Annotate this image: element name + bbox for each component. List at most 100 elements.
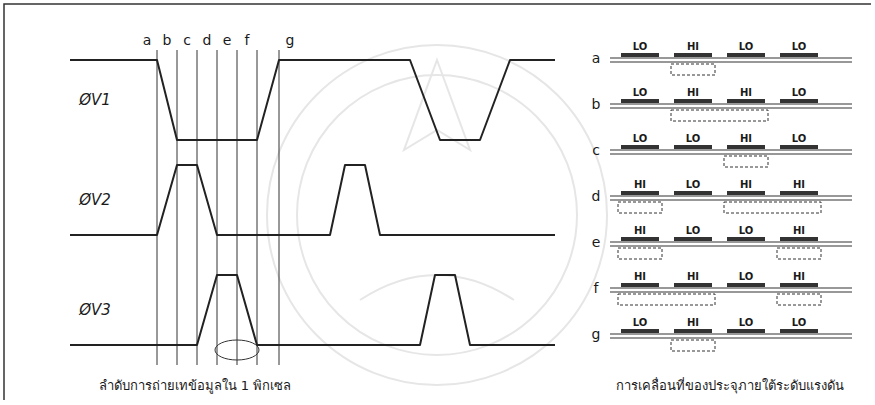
electrode-level: LO xyxy=(791,42,808,52)
potential-well xyxy=(671,110,768,121)
electrode-level: HI xyxy=(633,226,647,236)
caption: ลำดับการถ่ายเทข้อมูลใน 1 พิกเซล xyxy=(99,379,292,392)
substrate-line xyxy=(610,337,852,338)
electrode-level: LO xyxy=(738,226,755,236)
electrode-level: LO xyxy=(738,318,755,328)
electrode-level: LO xyxy=(738,272,755,282)
electrode-level: HI xyxy=(792,272,806,282)
substrate-line xyxy=(610,291,852,292)
potential-well xyxy=(618,202,662,213)
gate-electrode xyxy=(780,237,818,241)
gate-electrode xyxy=(621,283,659,287)
electrode-level: LO xyxy=(791,134,808,144)
electrode-level: HI xyxy=(633,180,647,190)
signal-name: ØV1 xyxy=(79,93,111,108)
electrode-level: LO xyxy=(632,88,649,98)
electrode-level: LO xyxy=(685,226,702,236)
v1-waveform xyxy=(70,60,555,140)
well-layer xyxy=(610,53,852,351)
electrode-level: LO xyxy=(738,42,755,52)
phase-letter: a xyxy=(143,33,152,47)
gate-electrode xyxy=(780,99,818,103)
gate-electrode xyxy=(780,329,818,333)
gate-electrode xyxy=(674,53,712,57)
oxide-line xyxy=(610,241,852,242)
gate-electrode xyxy=(621,191,659,195)
gate-electrode xyxy=(621,237,659,241)
phase-letter: b xyxy=(163,33,172,47)
gate-electrode xyxy=(674,237,712,241)
row-letter: d xyxy=(592,189,601,203)
row-letter: a xyxy=(592,51,601,65)
oxide-line xyxy=(610,333,852,334)
electrode-level: HI xyxy=(739,180,753,190)
electrode-level: HI xyxy=(739,134,753,144)
electrode-level: HI xyxy=(686,272,700,282)
phase-letter: d xyxy=(203,33,212,47)
row-letter: b xyxy=(592,97,601,111)
gate-electrode xyxy=(780,53,818,57)
phase-letter: f xyxy=(245,33,250,47)
row-letter: c xyxy=(592,143,600,157)
electrode-level: LO xyxy=(791,88,808,98)
substrate-line xyxy=(610,107,852,108)
phase-letter: g xyxy=(286,33,295,47)
electrode-level: LO xyxy=(632,134,649,144)
electrode-level: LO xyxy=(632,318,649,328)
electrode-level: HI xyxy=(686,88,700,98)
potential-well xyxy=(777,294,821,305)
gate-electrode xyxy=(727,191,765,195)
caption: การเคลื่อนที่ของประจุภายใต้ระดับแรงดัน xyxy=(616,379,844,392)
frame-line xyxy=(4,4,871,400)
watermark-seal xyxy=(267,45,607,385)
electrode-level: HI xyxy=(633,272,647,282)
gate-electrode xyxy=(780,145,818,149)
signal-name: ØV3 xyxy=(79,303,111,318)
electrode-level: LO xyxy=(791,318,808,328)
signal-name: ØV2 xyxy=(79,193,111,208)
v3-waveform xyxy=(70,275,555,345)
electrode-level: LO xyxy=(685,180,702,190)
potential-well xyxy=(618,294,715,305)
substrate-line xyxy=(610,199,852,200)
oxide-line xyxy=(610,287,852,288)
oxide-line xyxy=(610,57,852,58)
phase-letter: e xyxy=(223,33,232,47)
potential-well xyxy=(777,248,821,259)
row-letter: g xyxy=(592,327,601,341)
gate-electrode xyxy=(674,99,712,103)
substrate-line xyxy=(610,61,852,62)
electrode-level: HI xyxy=(739,88,753,98)
electrode-level: HI xyxy=(792,226,806,236)
electrode-level: LO xyxy=(632,42,649,52)
gate-electrode xyxy=(621,53,659,57)
substrate-line xyxy=(610,245,852,246)
phase-letter: c xyxy=(183,33,191,47)
potential-well xyxy=(671,64,715,75)
gate-electrode xyxy=(727,53,765,57)
gate-electrode xyxy=(674,191,712,195)
gate-electrode xyxy=(780,191,818,195)
electrode-level: LO xyxy=(685,134,702,144)
electrode-level: HI xyxy=(686,318,700,328)
potential-well xyxy=(671,340,715,351)
gate-electrode xyxy=(621,329,659,333)
gate-electrode xyxy=(727,237,765,241)
oxide-line xyxy=(610,103,852,104)
gate-electrode xyxy=(727,283,765,287)
phase-dividers xyxy=(157,50,279,365)
substrate-line xyxy=(610,153,852,154)
potential-well xyxy=(724,156,768,167)
gate-electrode xyxy=(727,329,765,333)
gate-electrode xyxy=(674,283,712,287)
potential-well xyxy=(618,248,662,259)
potential-well xyxy=(724,202,821,213)
v2-waveform xyxy=(70,165,555,235)
phase-mark xyxy=(215,340,259,360)
row-letter: f xyxy=(594,281,599,295)
oxide-line xyxy=(610,149,852,150)
gate-electrode xyxy=(674,329,712,333)
oxide-line xyxy=(610,195,852,196)
